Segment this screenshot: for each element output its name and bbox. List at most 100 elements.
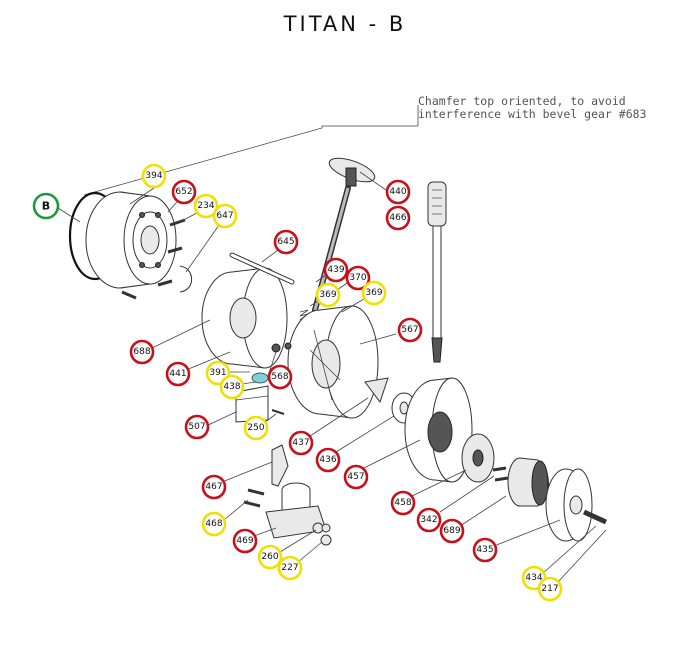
bolt-468 [247,488,265,496]
callout-ring [323,257,349,283]
callout-label: 434 [525,573,542,583]
callout-ring [277,555,303,581]
callout-394: 394 [141,163,167,189]
callout-ring [343,464,369,490]
callout-ring [171,179,197,205]
callout-ring [390,490,416,516]
callout-689: 689 [439,518,465,544]
callout-227: 227 [277,555,303,581]
callout-label: 689 [443,526,460,536]
callout-ring [141,163,167,189]
callout-label: 457 [347,472,364,482]
callout-label: 440 [389,187,406,197]
clamp-base [243,482,327,539]
callout-652: 652 [171,179,197,205]
callout-250: 250 [243,415,269,441]
callout-label: 260 [261,552,278,562]
callout-ring [385,205,411,231]
callout-370: 370 [345,265,371,291]
callout-ring [243,415,269,441]
callout-ring [288,430,314,456]
half-ring-clip [179,265,193,293]
callout-436: 436 [315,447,341,473]
chamfer-note-line-1: Chamfer top oriented, to avoid [418,94,626,108]
callout-label: B [42,200,50,213]
callout-467: 467 [201,474,227,500]
callout-label: 438 [223,382,240,392]
callout-ring [184,414,210,440]
callout-469: 469 [232,528,258,554]
callout-438: 438 [219,374,245,400]
callout-688: 688 [129,339,155,365]
callout-label: 370 [349,273,366,283]
gear-wheel-457 [404,377,473,483]
callout-label: 250 [247,423,264,433]
winch-drum [201,267,288,369]
callout-458: 458 [390,490,416,516]
bolt-217 [582,509,608,525]
callout-label: 369 [365,288,382,298]
callout-label: 568 [271,372,288,382]
callout-label: 227 [281,563,298,573]
nut-227 [320,534,332,546]
pins-342 [492,466,507,472]
callout-label: 436 [319,455,336,465]
callout-ring [273,229,299,255]
bushing-391 [271,343,281,353]
chamfer-note-line-2: interference with bevel gear #683 [418,107,647,121]
callout-label: 437 [292,438,309,448]
callout-B: B [32,192,60,220]
callout-ring [537,576,563,602]
callout-ring [257,544,283,570]
handle-hub [345,167,357,187]
winch-handle [427,181,447,363]
note-leader [83,125,418,196]
callout-label: 458 [394,498,411,508]
callout-label: 394 [145,171,162,181]
flange-bore [140,225,160,255]
callout-label: 439 [327,265,344,275]
callout-label: 234 [197,201,214,211]
callout-567: 567 [397,317,423,343]
callout-label: 468 [205,519,222,529]
callout-ring [201,511,227,537]
callout-369: 369 [361,280,387,306]
callout-ring [345,265,371,291]
callout-label: 369 [319,290,336,300]
roller-435 [507,457,549,507]
callout-ring [193,193,219,219]
callout-435: 435 [472,537,498,563]
callout-468: 468 [201,511,227,537]
callout-ring [361,280,387,306]
callout-label: 645 [277,237,294,247]
callout-440: 440 [385,179,411,205]
callout-label: 435 [476,545,493,555]
callout-437: 437 [288,430,314,456]
end-plate-434 [545,468,608,542]
callout-ring [212,203,238,229]
callout-ring [315,447,341,473]
drum-flange [68,191,177,289]
callout-label: 652 [175,187,192,197]
callout-466: 466 [385,205,411,231]
callout-260: 260 [257,544,283,570]
callout-441: 441 [165,361,191,387]
callout-ring [416,507,442,533]
bevel-gear-cone [364,377,389,404]
callout-439: 439 [323,257,349,283]
handle-grip [427,181,447,227]
callout-label: 441 [169,369,186,379]
callout-ring [439,518,465,544]
callout-ring [315,282,341,308]
callout-342: 342 [416,507,442,533]
callout-568: 568 [267,364,293,390]
bushing-438 [251,372,269,384]
callout-ring [385,179,411,205]
callout-369: 369 [315,282,341,308]
chamfer-note: Chamfer top oriented, to avoid interfere… [418,95,646,121]
pin-250 [271,409,285,415]
callout-label: 467 [205,482,222,492]
gear-drum-567 [287,305,379,419]
